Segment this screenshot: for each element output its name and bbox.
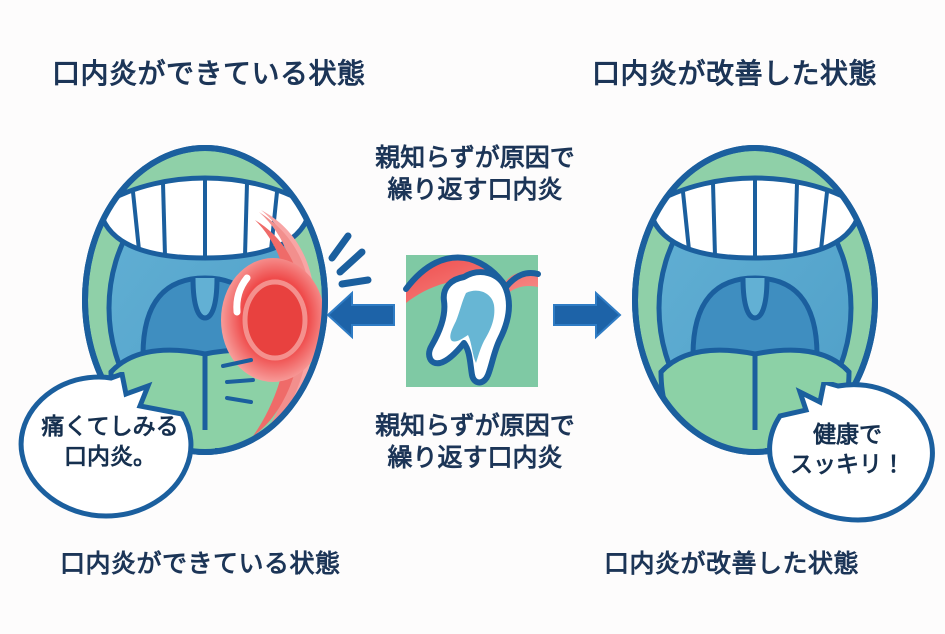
lips-edge	[82, 145, 328, 455]
upper-teeth-gaps	[131, 179, 279, 258]
speech-bubble-right-text: 健康で スッキリ！	[770, 420, 925, 480]
tooth-pulp	[450, 290, 495, 363]
bubble-shape	[767, 382, 935, 523]
speech-bubble-left-text: 痛くてしみる 口内炎。	[30, 412, 190, 472]
center-note-bottom-line2: 繰り返す口内炎	[387, 444, 563, 472]
upper-teeth-gaps	[681, 179, 829, 258]
speech-bubble-right	[767, 382, 935, 523]
gum-outline	[403, 254, 541, 293]
arrow-right-icon	[553, 290, 622, 340]
bubble-left-line1: 痛くてしみる	[41, 413, 179, 439]
title-left-inflamed: 口内炎ができている状態	[52, 58, 366, 89]
arrow-left-icon	[326, 290, 395, 340]
uvula	[740, 277, 770, 321]
wisdom-tooth-icon	[403, 254, 541, 387]
lips-edge	[632, 145, 878, 455]
caption-right-improved: 口内炎が改善した状態	[604, 550, 860, 578]
speech-bubble-left	[18, 372, 194, 519]
bubble-right-line1: 健康で	[813, 421, 882, 447]
ulcer-center	[242, 279, 308, 361]
pain-lines-icon	[328, 232, 372, 288]
caption-left-inflamed: 口内炎ができている状態	[60, 550, 341, 578]
center-note-bottom-line1: 親知らずが原因で	[375, 412, 575, 440]
bubble-shape	[18, 372, 194, 519]
center-note-top-line2: 繰り返す口内炎	[387, 176, 563, 204]
bubble-right-line2: スッキリ！	[790, 450, 905, 477]
open-mouth-healthy-icon	[632, 145, 878, 455]
ulcer-highlight	[233, 274, 251, 316]
title-right-improved: 口内炎が改善した状態	[592, 58, 878, 89]
uvula	[190, 277, 220, 321]
center-note-bottom: 親知らずが原因で 繰り返す口内炎	[355, 410, 595, 474]
center-note-top: 親知らずが原因で 繰り返す口内炎	[355, 142, 595, 206]
tongue-pain-lines	[221, 358, 255, 404]
bubble-left-line2: 口内炎。	[64, 442, 156, 469]
center-note-top-line1: 親知らずが原因で	[375, 144, 575, 172]
